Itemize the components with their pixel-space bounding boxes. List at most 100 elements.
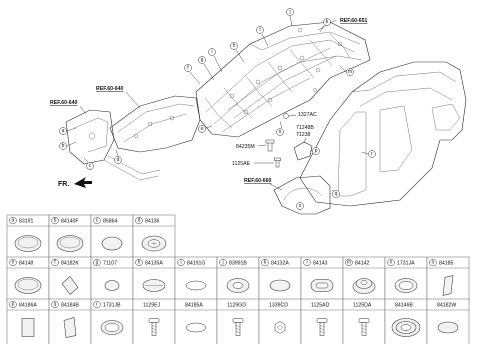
legend-letter: d xyxy=(138,218,141,224)
legend-part-number: 84132A xyxy=(271,261,289,267)
legend-letter: r xyxy=(96,302,98,308)
legend-letter: g xyxy=(96,260,99,266)
legend-cell-q: q 84184B xyxy=(48,298,92,344)
legend-letter: l xyxy=(306,260,307,266)
ref-label-60-640-mid: REF.60-640 xyxy=(96,86,124,92)
legend-part-number: 84143 xyxy=(313,261,328,267)
legend-cell-c: c 85864 xyxy=(90,214,134,262)
legend-part-number: 83191 xyxy=(19,219,34,225)
legend-letter-badge: d xyxy=(135,216,143,225)
legend-letter: i xyxy=(180,260,181,266)
legend-letter-badge: r xyxy=(93,300,101,309)
callout-r: r xyxy=(361,150,376,158)
bolt-icon xyxy=(232,318,244,336)
legend-cell-84146b: 84146B xyxy=(384,298,428,344)
ref-label-60-651: REF.60-651 xyxy=(340,18,368,24)
bolt-icon xyxy=(148,318,160,336)
legend-letter-badge: k xyxy=(261,258,269,267)
svg-text:o: o xyxy=(299,203,302,209)
legend-letter-badge: e xyxy=(9,258,17,267)
legend-letter: o xyxy=(432,260,435,266)
bolt-icon xyxy=(358,318,370,336)
dash-panel xyxy=(109,95,201,153)
part-label-1125ae: 1125AE xyxy=(232,161,251,167)
legend-letter-badge: o xyxy=(429,258,437,267)
callout-l: l xyxy=(256,26,269,47)
pad-diamond-icon xyxy=(61,276,79,295)
legend-part-number: 84182W xyxy=(437,303,456,309)
legend-letter: k xyxy=(264,260,267,266)
legend-letter: m xyxy=(347,260,351,266)
legend-part-number: 1339CD xyxy=(269,303,288,309)
legend-part-number: 84148 xyxy=(19,261,34,267)
pad-square-icon xyxy=(21,318,35,337)
legend-part-number: 84135A xyxy=(145,261,163,267)
legend-cell-k: k 84132A xyxy=(258,256,302,304)
legend-part-number: 1125AD xyxy=(311,303,330,309)
svg-text:g: g xyxy=(201,57,204,63)
legend-part-number: 84146B xyxy=(395,303,413,309)
legend-letter: c xyxy=(96,218,99,224)
legend-part-number: 1731JB xyxy=(103,303,121,309)
front-arrow-icon xyxy=(74,177,92,188)
legend-letter: e xyxy=(12,260,15,266)
legend-part-number: 1125DA xyxy=(353,303,372,309)
legend-letter-badge: m xyxy=(345,258,353,267)
legend-part-number: 84182K xyxy=(61,261,79,267)
legend-letter: h xyxy=(138,260,141,266)
legend-part-number: 1129GD xyxy=(227,303,246,309)
plug-thin-oval-icon xyxy=(185,322,207,333)
legend-part-number: 1129EJ xyxy=(143,303,161,309)
svg-text:k: k xyxy=(326,19,329,25)
legend-part-number: 84142 xyxy=(355,261,370,267)
legend-letter: j xyxy=(221,260,223,266)
legend-cell-h: h 84135A xyxy=(132,256,176,304)
svg-text:d: d xyxy=(117,157,120,163)
plug-ring-icon xyxy=(100,320,124,335)
svg-text:m: m xyxy=(348,69,352,75)
callout-c: c xyxy=(83,157,94,170)
callout-m: m xyxy=(339,65,354,76)
plug-oval-icon xyxy=(14,277,42,294)
exploded-view: REF.60-651 REF.60-640 REF.60-640 REF.60-… xyxy=(50,8,467,215)
legend-letter-badge: a xyxy=(9,216,17,225)
plug-ring-icon xyxy=(394,278,418,293)
legend-part-number: 1731JA xyxy=(397,261,415,267)
legend-cell-1125da: 1125DA xyxy=(342,298,386,344)
front-direction-indicator: FR. xyxy=(58,177,92,188)
plug-small-round-icon xyxy=(104,280,120,291)
legend-cell-r: r 1731JB xyxy=(90,298,134,344)
svg-text:b: b xyxy=(62,143,65,149)
callout-f: f xyxy=(184,64,201,85)
pad-rhombus-icon xyxy=(442,275,454,296)
svg-text:r: r xyxy=(371,151,373,157)
svg-text:a: a xyxy=(62,128,65,134)
bolt-1125ae xyxy=(274,157,281,168)
legend-part-number: 85864 xyxy=(103,219,118,225)
callout-a: a xyxy=(59,127,77,135)
callout-g: g xyxy=(198,56,215,81)
legend-letter-badge: q xyxy=(51,300,59,309)
legend-letter-badge: n xyxy=(387,258,395,267)
clip-1327ac xyxy=(283,113,289,119)
callout-k: k xyxy=(319,18,331,33)
plug-oval-icon xyxy=(14,235,42,252)
legend-part-number: 84184B xyxy=(61,303,79,309)
legend-letter-badge: j xyxy=(219,258,227,267)
bolt-icon xyxy=(316,318,328,336)
plug-thin-oval-icon xyxy=(185,280,207,291)
legend-letter: q xyxy=(54,302,57,308)
callout-n: n xyxy=(276,121,284,136)
plug-flat-oval-icon xyxy=(101,236,123,251)
legend-cell-e: e 84148 xyxy=(6,256,50,304)
callout-e: e xyxy=(198,125,213,133)
plug-flat-round-icon xyxy=(142,279,166,292)
bolt-84235m xyxy=(265,139,275,152)
svg-text:f: f xyxy=(187,65,189,71)
callout-b: b xyxy=(59,141,77,150)
legend-part-number: 84186A xyxy=(19,303,37,309)
